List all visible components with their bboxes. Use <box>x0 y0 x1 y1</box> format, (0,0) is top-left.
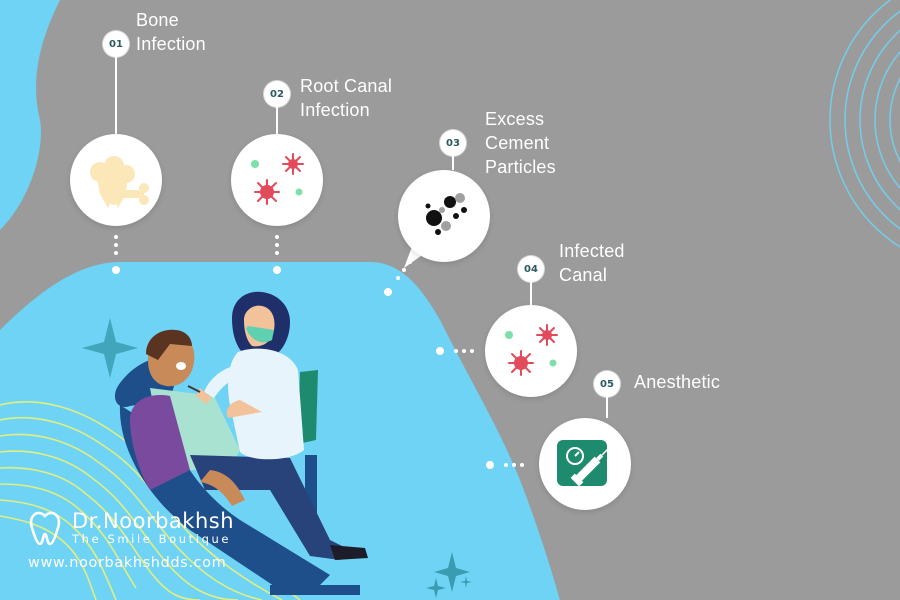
sparkle-tiny <box>460 576 472 588</box>
particles-icon <box>425 193 467 235</box>
step-label-03: Excess Cement Particles <box>485 109 556 177</box>
step-label-01: Bone Infection <box>136 10 206 54</box>
step-badge-05: 05 <box>594 371 620 397</box>
brand-name: Dr.Noorbakhsh <box>72 509 235 533</box>
step-badge-02: 02 <box>264 81 290 107</box>
step-badge-01: 01 <box>103 31 129 57</box>
bubble-root-canal <box>231 134 323 226</box>
sparkle-large <box>82 318 138 378</box>
step-badge-03: 03 <box>440 130 466 156</box>
syringe-icon <box>557 440 608 487</box>
step-label-04: Infected Canal <box>559 241 625 285</box>
brand-url[interactable]: www.noorbakhshdds.com <box>28 555 227 571</box>
bubble-anesthetic <box>539 418 631 510</box>
sparkle-bottom <box>434 552 470 592</box>
bubble-bone <box>70 134 162 226</box>
bone-icon <box>90 156 149 208</box>
patient-illustration <box>130 329 368 560</box>
step-label-05: Anesthetic <box>634 372 721 392</box>
bacteria-icon <box>251 153 304 205</box>
bacteria-icon <box>505 324 558 376</box>
dotted-connectors <box>112 235 524 469</box>
bubble-cement-particles <box>398 170 490 262</box>
step-badge-04: 04 <box>518 256 544 282</box>
brand-tagline: The Smile Boutique <box>72 532 232 546</box>
dentist-illustration <box>187 291 304 460</box>
top-left-blue-shape <box>0 0 60 230</box>
connector-lines <box>115 57 608 418</box>
step-label-02: Root Canal Infection <box>300 76 393 120</box>
bubble-infected-canal <box>485 305 577 397</box>
right-ring-pattern <box>829 0 900 248</box>
tooth-logo-icon <box>29 511 61 546</box>
brand-logo-block: Dr.Noorbakhsh The Smile Boutique <box>28 508 234 546</box>
sparkle-small <box>426 578 446 598</box>
